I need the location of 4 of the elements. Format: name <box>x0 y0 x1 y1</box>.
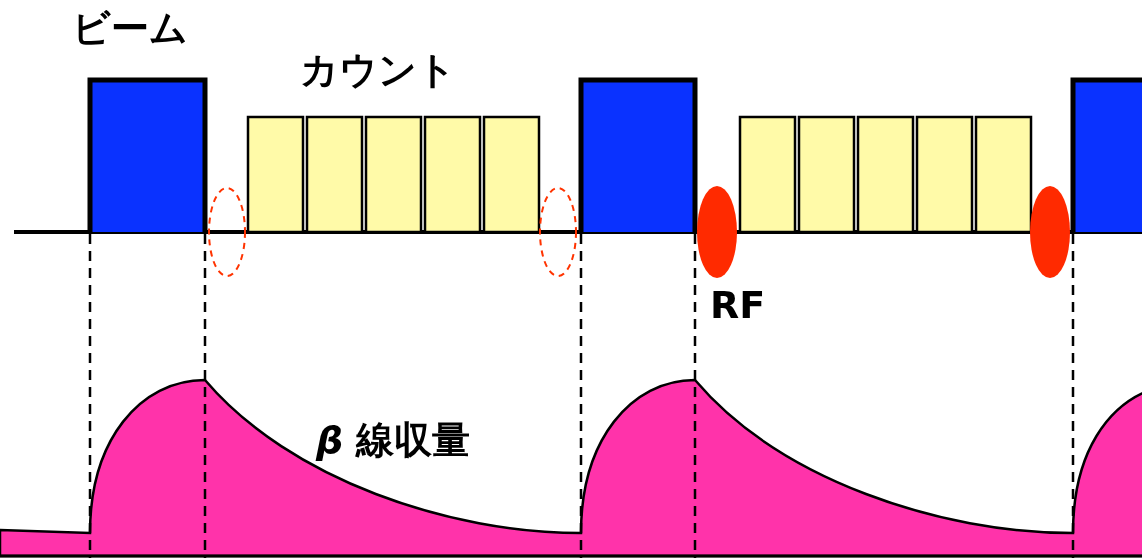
text-label: β 線収量 <box>316 420 471 462</box>
text-label: RF <box>710 285 766 327</box>
text-label: カウント <box>300 50 456 92</box>
text-label: ビーム <box>72 8 188 50</box>
